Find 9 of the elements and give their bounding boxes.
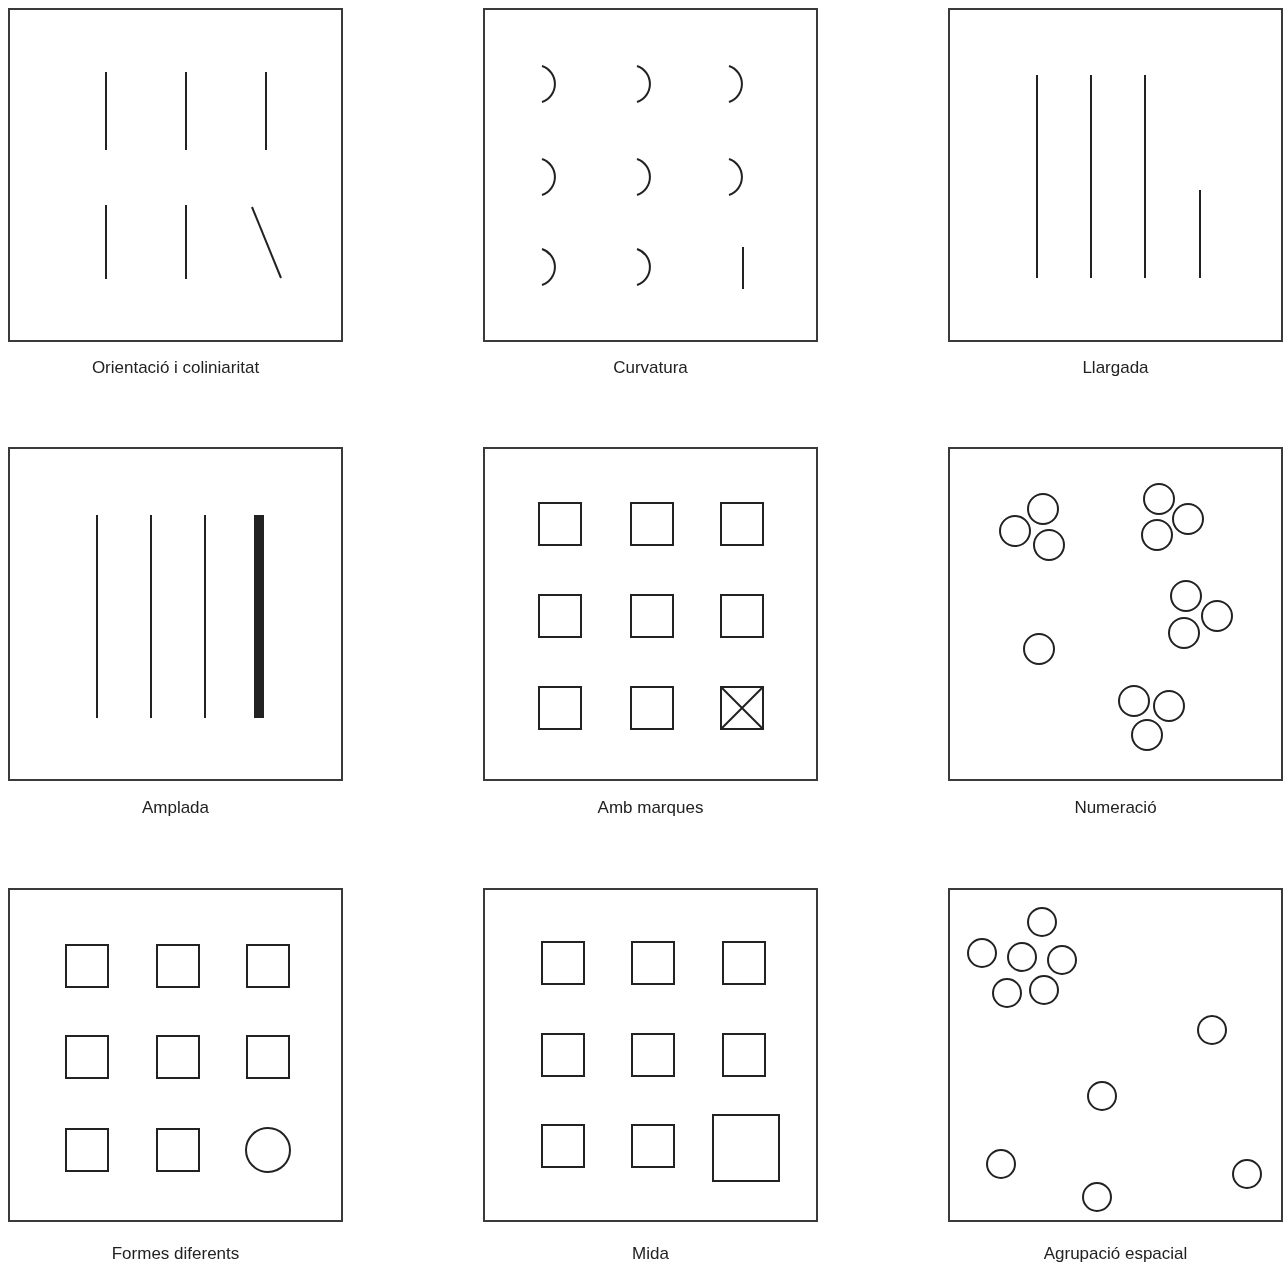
panel-caption: Curvatura	[612, 358, 689, 378]
panel-caption: Agrupació espacial	[1042, 1244, 1189, 1264]
panel-caption: Llargada	[1081, 358, 1150, 378]
panel-caption: Orientació i coliniaritat	[90, 358, 261, 378]
panel-caption: Amb marques	[596, 798, 705, 818]
panel-caption: Numeració	[1073, 798, 1158, 818]
panel-caption: Mida	[631, 1244, 670, 1264]
panel-caption: Formes diferents	[110, 1244, 241, 1264]
panel-caption: Amplada	[140, 798, 211, 818]
